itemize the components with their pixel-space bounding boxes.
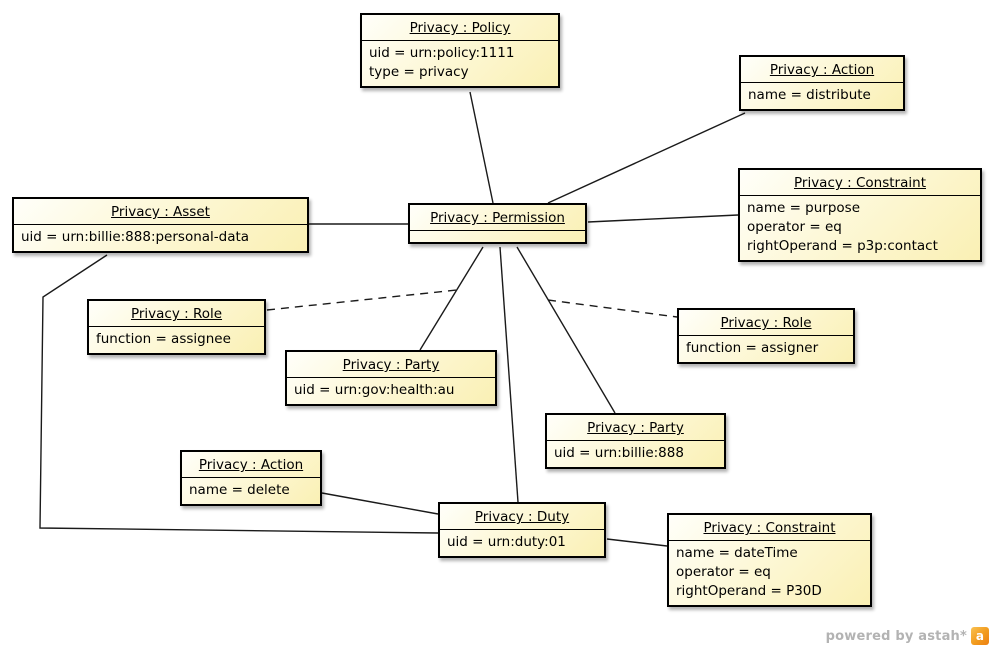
edge-duty-asset: [39, 254, 439, 534]
edge-permission-duty: [499, 246, 519, 503]
object-title: Privacy : Permission: [410, 205, 585, 231]
attribute-line: name = dateTime: [676, 545, 798, 561]
object-node-party-billie[interactable]: Privacy : Party uid = urn:billie:888: [545, 413, 726, 469]
object-node-permission[interactable]: Privacy : Permission: [408, 203, 587, 244]
object-attributes: name = purpose operator = eq rightOperan…: [740, 196, 980, 260]
object-title: Privacy : Policy: [362, 15, 558, 41]
edge-role-assignee-link: [266, 289, 458, 311]
object-attributes: uid = urn:billie:888:personal-data: [14, 225, 307, 251]
attribute-line: name = purpose: [747, 200, 861, 216]
attribute-line: type = privacy: [369, 64, 469, 80]
object-title: Privacy : Asset: [14, 199, 307, 225]
object-attributes: function = assigner: [679, 336, 853, 362]
object-node-policy[interactable]: Privacy : Policy uid = urn:policy:1111 t…: [360, 13, 560, 88]
object-title: Privacy : Duty: [440, 504, 604, 530]
watermark: powered by astah* a: [826, 627, 989, 645]
attribute-line: rightOperand = p3p:contact: [747, 238, 938, 254]
attribute-line: uid = urn:gov:health:au: [294, 382, 455, 398]
object-node-action-distribute[interactable]: Privacy : Action name = distribute: [739, 55, 905, 111]
attribute-line: name = delete: [189, 482, 290, 498]
object-attributes: [410, 231, 585, 242]
object-attributes: uid = urn:billie:888: [547, 441, 724, 467]
attribute-line: operator = eq: [747, 219, 842, 235]
object-attributes: name = dateTime operator = eq rightOpera…: [669, 541, 870, 605]
object-title: Privacy : Constraint: [669, 515, 870, 541]
attribute-line: function = assignee: [96, 331, 231, 347]
object-node-action-delete[interactable]: Privacy : Action name = delete: [180, 450, 322, 506]
object-title: Privacy : Party: [547, 415, 724, 441]
attribute-line: rightOperand = P30D: [676, 583, 822, 599]
attribute-line: name = distribute: [748, 87, 871, 103]
edge-permission-action-distribute: [547, 112, 746, 204]
edge-duty-constraint-datetime: [606, 538, 668, 547]
object-node-constraint-datetime[interactable]: Privacy : Constraint name = dateTime ope…: [667, 513, 872, 607]
object-node-constraint-purpose[interactable]: Privacy : Constraint name = purpose oper…: [738, 168, 982, 262]
object-node-role-assigner[interactable]: Privacy : Role function = assigner: [677, 308, 855, 364]
object-attributes: function = assignee: [89, 327, 264, 353]
object-title: Privacy : Action: [182, 452, 320, 478]
object-title: Privacy : Role: [89, 301, 264, 327]
object-node-duty[interactable]: Privacy : Duty uid = urn:duty:01: [438, 502, 606, 558]
object-node-asset[interactable]: Privacy : Asset uid = urn:billie:888:per…: [12, 197, 309, 253]
edge-permission-party-billie: [516, 246, 616, 414]
edge-role-assigner-link: [547, 299, 678, 318]
edge-permission-constraint-purpose: [587, 214, 739, 223]
object-attributes: uid = urn:duty:01: [440, 530, 604, 556]
attribute-line: uid = urn:billie:888: [554, 445, 684, 461]
attribute-line: function = assigner: [686, 340, 819, 356]
edge-permission-policy: [469, 91, 494, 204]
attribute-line: operator = eq: [676, 564, 771, 580]
object-title: Privacy : Constraint: [740, 170, 980, 196]
object-title: Privacy : Party: [287, 352, 495, 378]
attribute-line: uid = urn:policy:1111: [369, 45, 515, 61]
attribute-line: uid = urn:duty:01: [447, 534, 566, 550]
object-attributes: uid = urn:gov:health:au: [287, 378, 495, 404]
edge-duty-action-delete: [321, 492, 439, 515]
astah-logo-icon: a: [971, 627, 989, 645]
edge-permission-party-health: [419, 246, 484, 351]
object-attributes: name = distribute: [741, 83, 903, 109]
object-attributes: uid = urn:policy:1111 type = privacy: [362, 41, 558, 86]
attribute-line: uid = urn:billie:888:personal-data: [21, 229, 250, 245]
object-title: Privacy : Role: [679, 310, 853, 336]
object-title: Privacy : Action: [741, 57, 903, 83]
watermark-text: powered by astah*: [825, 628, 967, 644]
object-node-party-health[interactable]: Privacy : Party uid = urn:gov:health:au: [285, 350, 497, 406]
object-attributes: name = delete: [182, 478, 320, 504]
object-node-role-assignee[interactable]: Privacy : Role function = assignee: [87, 299, 266, 355]
